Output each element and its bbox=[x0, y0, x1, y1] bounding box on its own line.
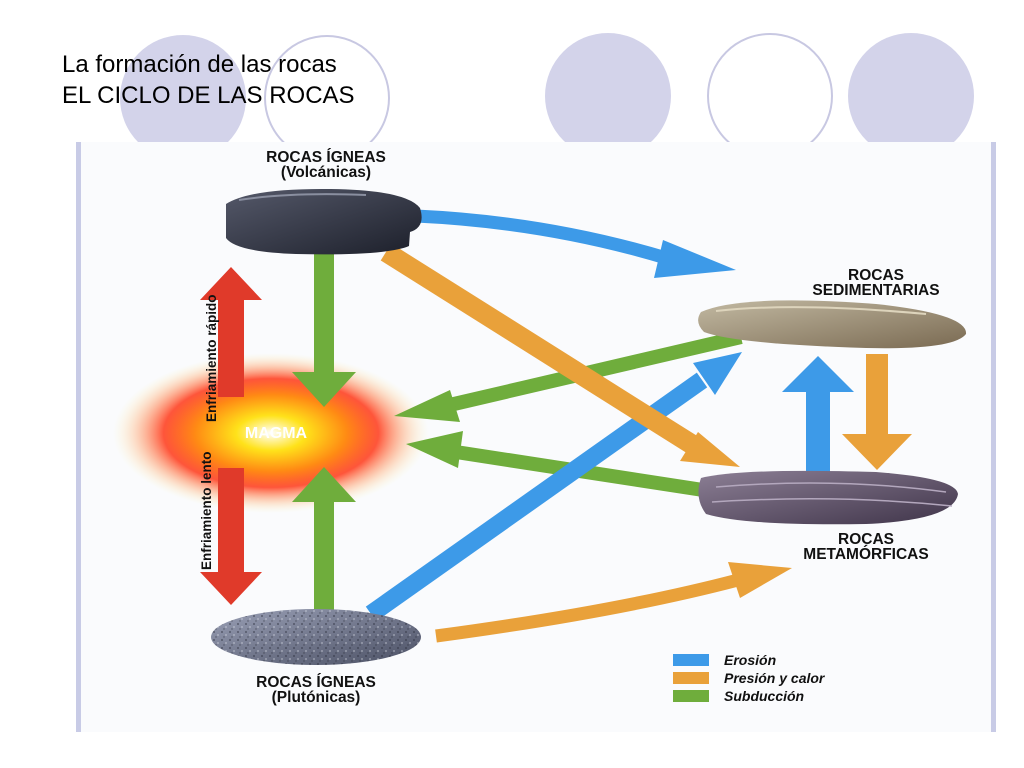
magma-glow bbox=[113, 353, 429, 513]
slow-cooling-arrow bbox=[200, 468, 262, 605]
legend-label-erosion: Erosión bbox=[724, 652, 776, 668]
decorative-circle bbox=[120, 35, 246, 161]
erosion-arrow-plutonic-head bbox=[693, 352, 742, 395]
diagram-left-border bbox=[76, 142, 81, 732]
slow-cooling-label: Enfriamiento lento bbox=[199, 451, 214, 570]
pressure-heat-arrow-sedimentary bbox=[842, 354, 912, 470]
rock-cycle-svg: ROCAS ÍGNEAS (Volcánicas) ROCAS SEDIMENT… bbox=[113, 149, 967, 706]
rock-cycle-diagram: ROCAS ÍGNEAS (Volcánicas) ROCAS SEDIMENT… bbox=[76, 142, 996, 732]
plutonic-rock bbox=[211, 609, 421, 665]
decorative-ring bbox=[707, 33, 833, 159]
plutonic-label-line-1: ROCAS ÍGNEAS bbox=[256, 674, 376, 691]
slide-title: La formación de las rocas EL CICLO DE LA… bbox=[62, 49, 355, 111]
subduction-arrow-volcanic-to-magma bbox=[292, 252, 356, 407]
decorative-ring bbox=[264, 35, 390, 161]
legend-label-subduction: Subducción bbox=[724, 688, 804, 704]
slide-title-line-1: La formación de las rocas bbox=[62, 51, 337, 78]
pressure-heat-arrow-volcanic-line bbox=[380, 243, 702, 456]
volcanic-label-line-1: ROCAS ÍGNEAS bbox=[266, 149, 386, 166]
subduction-arrow-sedimentary-head bbox=[394, 390, 460, 422]
pressure-heat-arrow-plutonic-head bbox=[728, 562, 792, 598]
legend-swatch-erosion bbox=[673, 654, 709, 666]
sedimentary-label-line-1: ROCAS bbox=[848, 267, 904, 284]
volcanic-label-line-2: (Volcánicas) bbox=[281, 164, 371, 181]
subduction-arrow-plutonic-to-magma bbox=[292, 467, 356, 612]
sedimentary-rock bbox=[698, 300, 967, 349]
slide-title-line-2: EL CICLO DE LAS ROCAS bbox=[62, 82, 355, 109]
legend: Erosión Presión y calor Subducción bbox=[673, 652, 826, 704]
pressure-heat-arrow-volcanic-head bbox=[680, 432, 740, 467]
legend-swatch-pressure-heat bbox=[673, 672, 709, 684]
erosion-arrow-metamorphic bbox=[782, 356, 854, 474]
pressure-heat-arrow-plutonic-line bbox=[435, 573, 740, 643]
metamorphic-label-line-2: METAMÓRFICAS bbox=[803, 545, 928, 563]
magma-label: MAGMA bbox=[245, 425, 308, 442]
metamorphic-rock bbox=[698, 470, 958, 525]
sedimentary-label-line-2: SEDIMENTARIAS bbox=[812, 282, 939, 299]
metamorphic-label-line-1: ROCAS bbox=[838, 531, 894, 548]
legend-label-pressure-heat: Presión y calor bbox=[724, 670, 826, 686]
legend-swatch-subduction bbox=[673, 690, 709, 702]
fast-cooling-arrow bbox=[200, 267, 262, 397]
plutonic-label-line-2: (Plutónicas) bbox=[272, 689, 361, 706]
subduction-arrow-metamorphic-head bbox=[406, 431, 463, 468]
erosion-arrow-volcanic-head bbox=[654, 240, 736, 278]
fast-cooling-label: Enfriamiento rápido bbox=[204, 294, 219, 422]
volcanic-rock bbox=[226, 188, 422, 255]
diagram-right-border bbox=[991, 142, 996, 732]
erosion-arrow-volcanic-line bbox=[415, 209, 668, 265]
decorative-circle bbox=[545, 33, 671, 159]
decorative-circle bbox=[848, 33, 974, 159]
